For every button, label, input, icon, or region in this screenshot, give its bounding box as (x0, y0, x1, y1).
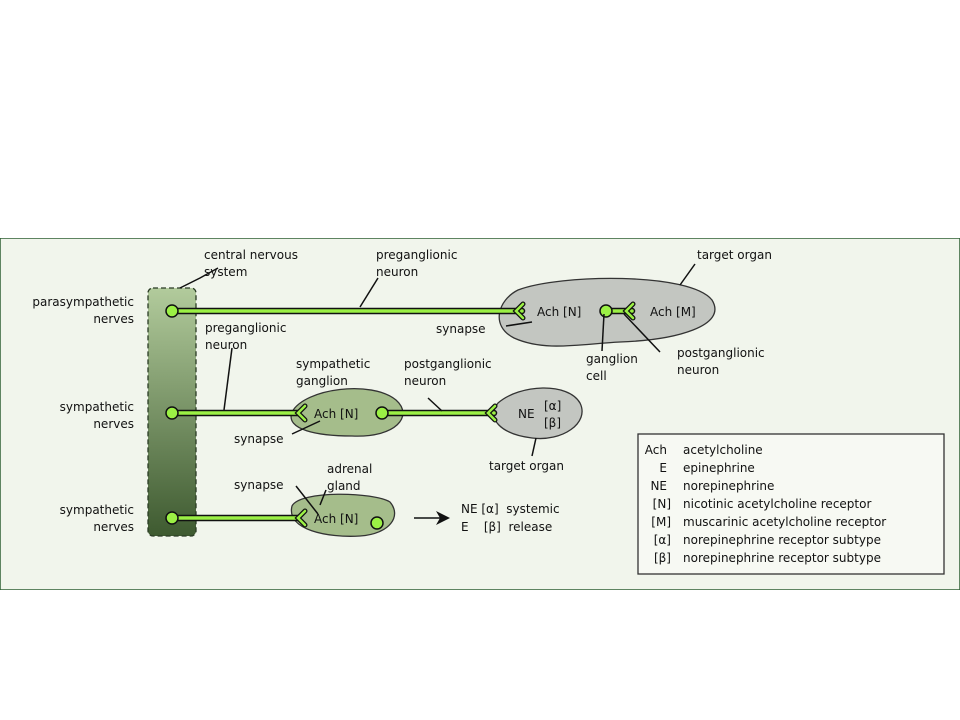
label-ne: NE (518, 407, 535, 421)
svg-text:nerves: nerves (93, 417, 134, 431)
label-parasympathetic-nerves: parasympathetic (32, 295, 134, 309)
label-postganglionic-neuron-1: postganglionic (677, 346, 765, 360)
label-ach-n-3: Ach [N] (314, 512, 358, 526)
legend-abbr: [N] (653, 497, 671, 511)
label-alpha: [α] (544, 399, 561, 413)
adrenal-gland (290, 493, 396, 537)
svg-text:neuron: neuron (404, 374, 446, 388)
label-systemic-release-1: NE [α] systemic (461, 502, 560, 516)
legend-desc: epinephrine (683, 461, 755, 475)
label-ach-m: Ach [M] (650, 305, 696, 319)
svg-text:neuron: neuron (205, 338, 247, 352)
legend-desc: norepinephrine receptor subtype (683, 533, 881, 547)
label-preganglionic-neuron-2: preganglionic (205, 321, 286, 335)
legend-desc: norepinephrine receptor subtype (683, 551, 881, 565)
label-beta: [β] (544, 416, 561, 430)
label-target-organ-1: target organ (697, 248, 772, 262)
label-synapse-2: synapse (234, 432, 284, 446)
adrenal-cell-body (370, 516, 384, 530)
leader-lines (179, 263, 696, 515)
label-cns: central nervous (204, 248, 298, 262)
svg-text:nerves: nerves (93, 312, 134, 326)
legend-desc: muscarinic acetylcholine receptor (683, 515, 886, 529)
svg-text:nerves: nerves (93, 520, 134, 534)
legend-desc: nicotinic acetylcholine receptor (683, 497, 871, 511)
svg-text:gland: gland (327, 479, 361, 493)
label-synapse-1: synapse (436, 322, 486, 336)
label-target-organ-2: target organ (489, 459, 564, 473)
cell-body-sympathetic (165, 406, 179, 420)
cell-body-adrenal (165, 511, 179, 525)
svg-text:system: system (204, 265, 247, 279)
legend-abbr: [α] (654, 533, 671, 547)
diagram-panel: central nervous system preganglionic neu… (0, 237, 960, 591)
legend-desc: norepinephrine (683, 479, 774, 493)
svg-text:neuron: neuron (677, 363, 719, 377)
svg-text:ganglion: ganglion (296, 374, 348, 388)
legend-desc: acetylcholine (683, 443, 763, 457)
svg-text:neuron: neuron (376, 265, 418, 279)
legend-abbr: [β] (654, 551, 671, 565)
cell-body-parasympathetic (165, 304, 179, 318)
target-organ-sympathetic (493, 387, 583, 440)
label-sympathetic-ganglion: sympathetic (296, 357, 370, 371)
label-synapse-3: synapse (234, 478, 284, 492)
label-ach-n-2: Ach [N] (314, 407, 358, 421)
label-postganglionic-neuron-2: postganglionic (404, 357, 492, 371)
legend-abbr: Ach (645, 443, 667, 457)
label-ach-n-1: Ach [N] (537, 305, 581, 319)
sympathetic-ganglion (290, 388, 404, 437)
legend-abbr: E (659, 461, 667, 475)
legend-abbr: [M] (651, 515, 671, 529)
label-preganglionic-neuron-1: preganglionic (376, 248, 457, 262)
svg-text:cell: cell (586, 369, 607, 383)
legend-box (637, 433, 945, 575)
label-adrenal-gland: adrenal (327, 462, 372, 476)
label-sympathetic-nerves-1: sympathetic (60, 400, 134, 414)
label-ganglion-cell: ganglion (586, 352, 638, 366)
ganglion-cell-body-sympathetic (375, 406, 389, 420)
legend-abbr: NE (650, 479, 667, 493)
autonomic-nervous-system-diagram: central nervous system preganglionic neu… (0, 237, 960, 591)
ganglion-cell-body (599, 304, 613, 318)
release-arrow-head (436, 511, 450, 525)
legend: Ach acetylcholine E epinephrine NE norep… (637, 433, 945, 575)
label-sympathetic-nerves-2: sympathetic (60, 503, 134, 517)
label-systemic-release-2: E [β] release (461, 520, 552, 534)
